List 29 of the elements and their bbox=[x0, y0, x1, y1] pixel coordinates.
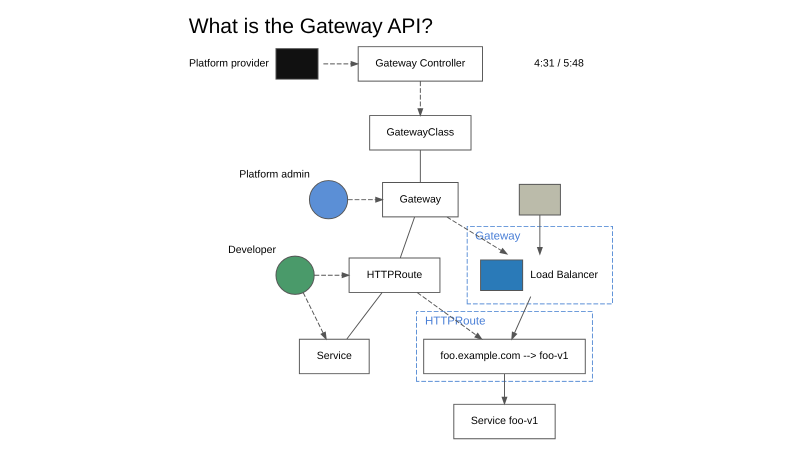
node-box: Gateway Controller bbox=[357, 46, 482, 82]
node-label: Platform admin bbox=[238, 168, 310, 180]
arrow bbox=[510, 296, 531, 340]
node-box: HTTPRoute bbox=[348, 258, 440, 293]
connector bbox=[419, 150, 420, 183]
node-box: Service foo-v1 bbox=[452, 404, 556, 440]
node-label: Load Balancer bbox=[530, 268, 598, 281]
arrow bbox=[302, 292, 326, 340]
arrow bbox=[314, 272, 350, 278]
arrow bbox=[346, 196, 384, 203]
arrow bbox=[500, 374, 507, 406]
arrow bbox=[416, 292, 482, 340]
node-label: Developer bbox=[228, 244, 276, 256]
node-person bbox=[274, 256, 314, 295]
diagram-title: What is the Gateway API? bbox=[188, 14, 432, 38]
node-box: Service bbox=[298, 338, 370, 374]
connector bbox=[399, 216, 415, 258]
node-box: foo.example.com --> foo-v1 bbox=[422, 338, 586, 374]
arrow bbox=[322, 60, 359, 67]
node-box bbox=[518, 184, 560, 216]
label: 4:31 / 5:48 bbox=[534, 58, 584, 70]
arrow bbox=[446, 216, 508, 255]
node-box: GatewayClass bbox=[368, 115, 471, 150]
arrow bbox=[536, 214, 542, 256]
node-person bbox=[308, 180, 348, 220]
connector bbox=[346, 292, 382, 340]
node-box: Gateway bbox=[382, 182, 458, 218]
node-label: Platform provider bbox=[188, 58, 268, 70]
arrow bbox=[416, 80, 423, 117]
